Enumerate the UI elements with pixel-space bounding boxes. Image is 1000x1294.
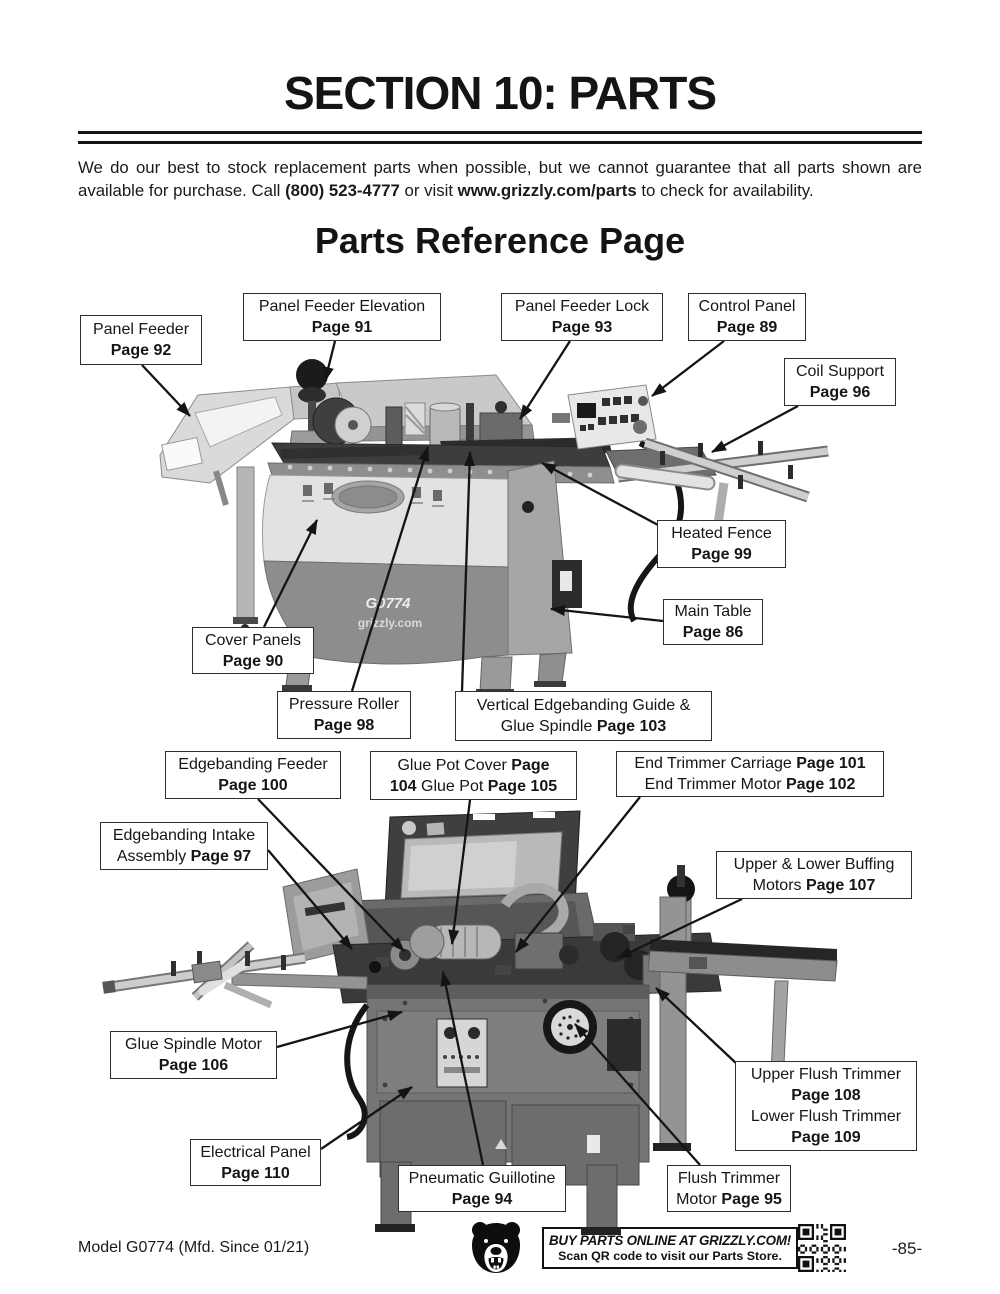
callout-line: Glue Spindle Motor bbox=[125, 1036, 262, 1053]
callout-line: Page 93 bbox=[551, 319, 613, 336]
callout-line: Glue Spindle Page 103 bbox=[500, 718, 667, 735]
buy-parts-banner-title: BUY PARTS ONLINE AT GRIZZLY.COM! bbox=[548, 1233, 792, 1248]
callout-vertical-edgebanding-guide: Vertical Edgebanding Guide & Glue Spindle… bbox=[455, 691, 712, 741]
buy-parts-banner-subtitle: Scan QR code to visit our Parts Store. bbox=[558, 1249, 782, 1263]
callout-arrow-flush-trimmer-motor bbox=[574, 1023, 701, 1166]
callout-line: Electrical Panel bbox=[200, 1143, 311, 1161]
callout-arrow-main-table bbox=[550, 605, 664, 623]
callout-arrow-panel-feeder-lock bbox=[519, 340, 571, 420]
callout-line: 104 Glue Pot Page 105 bbox=[389, 777, 558, 795]
callout-arrow-edgebanding-intake bbox=[267, 849, 353, 950]
callout-line: Page 90 bbox=[222, 652, 284, 670]
callout-arrow-panel-feeder-elevation bbox=[323, 340, 337, 382]
callout-line: Panel Feeder Elevation bbox=[258, 298, 426, 315]
callout-line: Page 109 bbox=[791, 1129, 861, 1146]
callout-line: Lower Flush Trimmer bbox=[750, 1108, 902, 1125]
callout-line: Pneumatic Guillotine bbox=[408, 1169, 556, 1187]
header-rule-top bbox=[78, 131, 922, 134]
callout-line: Page 99 bbox=[691, 546, 752, 563]
machine-front-view-illustration: G0774 grizzly.com bbox=[159, 359, 829, 696]
callout-line: End Trimmer Carriage Page 101 bbox=[634, 755, 866, 772]
callout-arrow-vertical-edgebanding-guide bbox=[460, 451, 476, 692]
machine-rear-view-illustration bbox=[102, 810, 838, 1235]
callout-arrow-glue-pot bbox=[448, 799, 472, 945]
page-number: -85- bbox=[891, 1239, 923, 1258]
intro-paragraph: We do our best to stock replacement part… bbox=[78, 158, 922, 200]
callout-line: Edgebanding Intake bbox=[112, 827, 256, 844]
callout-line: Panel Feeder bbox=[92, 321, 190, 338]
callout-arrow-pneumatic-guillotine bbox=[440, 971, 485, 1166]
callout-line: Page 89 bbox=[716, 319, 778, 336]
callout-line: Cover Panels bbox=[204, 631, 302, 649]
callout-line: Page 106 bbox=[158, 1057, 229, 1074]
callout-line: Page 98 bbox=[313, 717, 375, 734]
footer-model-text: Model G0774 (Mfd. Since 01/21) bbox=[78, 1239, 310, 1256]
callout-line: End Trimmer Motor Page 102 bbox=[644, 776, 856, 793]
callout-line: Upper Flush Trimmer bbox=[750, 1066, 902, 1083]
callout-arrow-cover-panels bbox=[262, 519, 319, 628]
callout-line: Page 108 bbox=[791, 1087, 861, 1104]
callout-line: Pressure Roller bbox=[288, 696, 400, 713]
callout-line: Vertical Edgebanding Guide & bbox=[476, 697, 691, 714]
callout-line: Page 96 bbox=[809, 384, 871, 401]
qr-code bbox=[798, 1224, 846, 1272]
callout-arrow-control-panel bbox=[651, 340, 725, 397]
callout-arrow-electrical-panel bbox=[320, 1086, 413, 1150]
callout-line: Motor Page 95 bbox=[676, 1190, 782, 1208]
callout-line: Heated Fence bbox=[671, 525, 772, 542]
callout-arrow-glue-spindle-motor bbox=[276, 1010, 403, 1049]
header-rule-bottom bbox=[78, 141, 922, 144]
callout-arrow-panel-feeder bbox=[141, 364, 191, 417]
buy-parts-banner: BUY PARTS ONLINE AT GRIZZLY.COM! Scan QR… bbox=[542, 1227, 798, 1269]
callout-arrow-end-trimmer bbox=[515, 796, 641, 953]
callout-arrow-coil-support bbox=[711, 404, 799, 454]
figure-title: Parts Reference Page bbox=[314, 220, 686, 261]
callout-line: Control Panel bbox=[698, 298, 796, 315]
callout-line: Page 92 bbox=[110, 342, 172, 359]
grizzly-bear-logo-icon bbox=[472, 1222, 520, 1273]
callout-arrow-flush-trimmers bbox=[655, 987, 738, 1065]
callout-line: Coil Support bbox=[795, 363, 885, 380]
callout-line: Page 91 bbox=[311, 319, 373, 336]
callout-arrow-heated-fence bbox=[541, 461, 659, 527]
callout-line: Assembly Page 97 bbox=[116, 848, 252, 865]
callout-line: Panel Feeder Lock bbox=[514, 298, 650, 315]
callout-line: Page 110 bbox=[221, 1164, 290, 1182]
callout-line: Page 86 bbox=[682, 624, 744, 641]
callout-line: Flush Trimmer bbox=[677, 1169, 781, 1187]
callout-arrow-buffing-motors bbox=[617, 897, 743, 960]
callout-line: Motors Page 107 bbox=[752, 877, 876, 894]
callout-line: Main Table bbox=[674, 603, 752, 620]
callout-arrow-pressure-roller bbox=[350, 446, 430, 692]
callout-glue-pot: Glue Pot Cover Page 104 Glue Pot Page 105 bbox=[370, 751, 577, 800]
callout-line: Page 94 bbox=[451, 1190, 513, 1208]
callout-line: Upper & Lower Buffing bbox=[733, 856, 895, 873]
callout-line: Edgebanding Feeder bbox=[178, 756, 328, 773]
callout-arrow-edgebanding-feeder bbox=[257, 798, 405, 952]
callout-line: Page 100 bbox=[218, 777, 288, 794]
callout-line: Glue Pot Cover Page bbox=[397, 756, 550, 774]
page-title: SECTION 10: PARTS bbox=[284, 67, 717, 119]
